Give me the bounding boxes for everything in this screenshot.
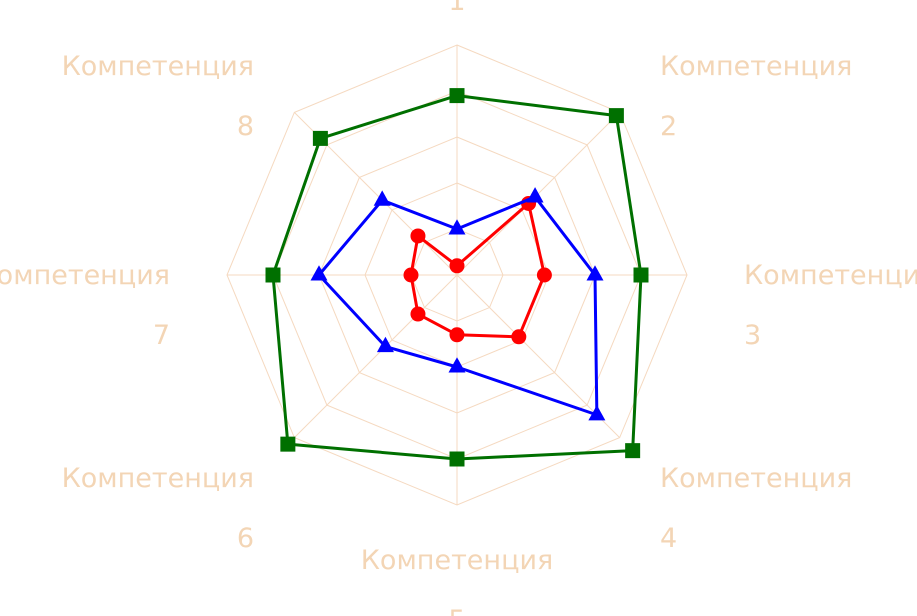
series-3-point-3 bbox=[633, 267, 649, 283]
series-2-point-8 bbox=[373, 190, 391, 206]
axis-label-3-line-1: Компетенция bbox=[744, 260, 917, 291]
series-2 bbox=[310, 187, 606, 421]
axis-label-1-line-2: 1 bbox=[448, 0, 465, 17]
series-3-point-5 bbox=[449, 451, 465, 467]
axis-label-3: Компетенция 3 bbox=[744, 260, 917, 351]
series-1-point-4 bbox=[511, 329, 527, 345]
series-2-point-6 bbox=[376, 336, 394, 353]
series-2-point-1 bbox=[448, 219, 466, 235]
axis-label-5-line-2: 5 bbox=[448, 605, 465, 616]
series-3-point-2 bbox=[608, 108, 624, 124]
series-2-point-4 bbox=[588, 405, 606, 421]
series-1-point-5 bbox=[449, 327, 465, 343]
axis-label-2-line-2: 2 bbox=[660, 111, 677, 142]
axis-label-4-line-2: 4 bbox=[660, 523, 677, 554]
series-1-line bbox=[409, 201, 546, 339]
axis-label-8: Компетенция 8 bbox=[62, 51, 254, 142]
axis-label-2-line-1: Компетенция bbox=[660, 51, 852, 82]
series-1-point-7 bbox=[403, 267, 419, 283]
axis-spoke-6 bbox=[294, 274, 458, 438]
series-3-point-7 bbox=[265, 267, 281, 283]
axis-label-2: Компетенция 2 bbox=[660, 51, 852, 142]
series-3-point-1 bbox=[449, 88, 465, 104]
axis-label-6: Компетенция 6 bbox=[62, 463, 254, 554]
series-2-point-7 bbox=[310, 265, 328, 281]
series-2-point-2 bbox=[526, 187, 544, 203]
axis-label-7-line-2: 7 bbox=[153, 320, 170, 351]
series-2-point-3 bbox=[586, 265, 604, 281]
axis-label-4: Компетенция 4 bbox=[660, 463, 852, 554]
series-3-point-8 bbox=[312, 130, 328, 146]
axis-label-3-line-2: 3 bbox=[744, 320, 761, 351]
axis-label-5-line-1: Компетенция bbox=[361, 545, 553, 576]
axis-spoke-4 bbox=[456, 274, 620, 438]
axis-label-7: Компетенция 7 bbox=[0, 260, 170, 351]
axis-label-6-line-2: 6 bbox=[237, 523, 254, 554]
axis-label-8-line-2: 8 bbox=[237, 111, 254, 142]
series-1-point-1 bbox=[449, 258, 465, 274]
axis-label-1: Компетенция1 bbox=[361, 0, 553, 17]
series-2-point-5 bbox=[448, 357, 466, 373]
axis-label-6-line-1: Компетенция bbox=[62, 463, 254, 494]
axis-label-8-line-1: Компетенция bbox=[62, 51, 254, 82]
series-1-point-6 bbox=[410, 306, 426, 322]
series-3-point-6 bbox=[280, 436, 296, 452]
axis-label-7-line-1: Компетенция bbox=[0, 260, 170, 291]
series-3-point-4 bbox=[625, 443, 641, 459]
axis-label-5: Компетенция 5 bbox=[361, 545, 553, 616]
series-1-point-3 bbox=[536, 267, 552, 283]
series-3 bbox=[265, 88, 649, 467]
axis-label-4-line-1: Компетенция bbox=[660, 463, 852, 494]
data-series bbox=[265, 88, 649, 467]
series-1-point-8 bbox=[410, 228, 426, 244]
